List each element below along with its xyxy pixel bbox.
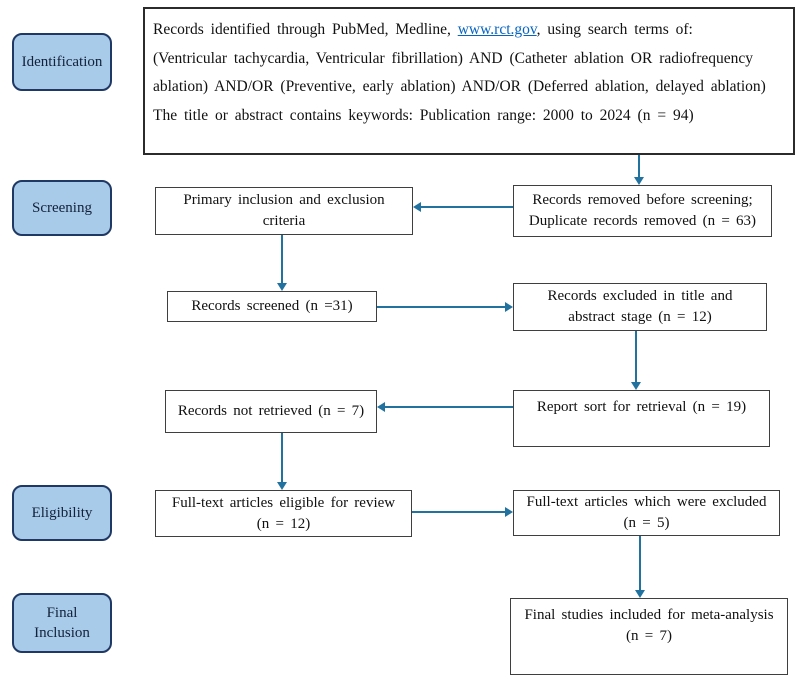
records-excluded-box: Records excluded in title and abstract s… bbox=[513, 283, 767, 331]
fulltext-excluded-line2: (n = 5) bbox=[623, 515, 670, 531]
stage-screening-label: Screening bbox=[32, 200, 92, 216]
records-screened-box: Records screened (n =31) bbox=[167, 291, 377, 322]
final-included-line1: Final studies included for meta-analysis bbox=[524, 607, 774, 623]
stage-final-inclusion-label-line2: Inclusion bbox=[34, 625, 90, 641]
primary-criteria-line2: criteria bbox=[262, 213, 306, 229]
records-identified-line3: ablation) AND/OR (Preventive, early abla… bbox=[153, 78, 766, 95]
rct-gov-link[interactable]: www.rct.gov bbox=[457, 21, 537, 38]
records-removed-box: Records removed before screening; Duplic… bbox=[513, 185, 772, 237]
report-sort-line1: Report sort for retrieval (n = 19) bbox=[536, 399, 747, 415]
stage-eligibility-label: Eligibility bbox=[31, 505, 93, 521]
stage-final-inclusion-label-line1: Final bbox=[46, 605, 78, 621]
records-excluded-line1: Records excluded in title and bbox=[547, 288, 733, 304]
records-not-retrieved-line1: Records not retrieved (n = 7) bbox=[177, 403, 365, 419]
stage-identification: Identification bbox=[12, 33, 112, 91]
records-identified-line1-prefix: Records identified through PubMed, Medli… bbox=[153, 21, 458, 38]
fulltext-excluded-box: Full-text articles which were excluded (… bbox=[513, 490, 780, 536]
records-not-retrieved-box: Records not retrieved (n = 7) bbox=[165, 390, 377, 433]
stage-eligibility: Eligibility bbox=[12, 485, 112, 541]
records-identified-box: Records identified through PubMed, Medli… bbox=[143, 7, 795, 155]
primary-criteria-box: Primary inclusion and exclusion criteria bbox=[155, 187, 413, 235]
fulltext-eligible-box: Full-text articles eligible for review (… bbox=[155, 490, 412, 537]
records-identified-line4: The title or abstract contains keywords:… bbox=[153, 106, 694, 124]
records-screened-line1: Records screened (n =31) bbox=[191, 298, 353, 314]
records-identified-line1: Records identified through PubMed, Medli… bbox=[153, 16, 693, 45]
report-sort-box: Report sort for retrieval (n = 19) bbox=[513, 390, 770, 447]
final-included-line2: (n = 7) bbox=[626, 628, 672, 644]
primary-criteria-line1: Primary inclusion and exclusion bbox=[183, 192, 385, 208]
stage-screening: Screening bbox=[12, 180, 112, 236]
fulltext-eligible-line2: (n = 12) bbox=[256, 515, 311, 532]
stage-identification-label: Identification bbox=[21, 54, 103, 70]
fulltext-excluded-line1: Full-text articles which were excluded bbox=[526, 494, 767, 510]
fulltext-eligible-line1: Full-text articles eligible for review bbox=[171, 494, 396, 511]
records-excluded-line2: abstract stage (n = 12) bbox=[568, 309, 712, 325]
records-identified-line2: (Ventricular tachycardia, Ventricular fi… bbox=[153, 49, 754, 67]
stage-final-inclusion: Final Inclusion bbox=[12, 593, 112, 653]
records-removed-line1: Records removed before screening; bbox=[532, 192, 753, 208]
final-included-box: Final studies included for meta-analysis… bbox=[510, 598, 788, 675]
records-identified-line1-suffix: , using search terms of: bbox=[536, 21, 693, 38]
records-removed-line2: Duplicate records removed (n = 63) bbox=[528, 213, 757, 229]
